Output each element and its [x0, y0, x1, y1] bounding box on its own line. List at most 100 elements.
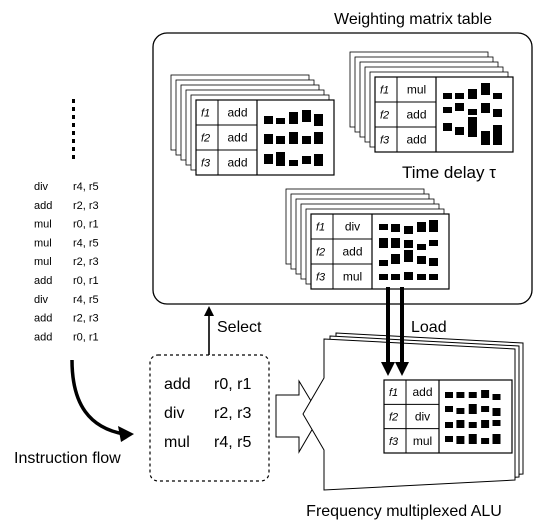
weight-block — [481, 131, 490, 145]
weight-block — [417, 244, 426, 250]
instruction-args: r0, r1 — [73, 275, 99, 287]
ellipsis-dots — [72, 99, 75, 159]
weight-block — [492, 434, 501, 444]
weight-block — [481, 420, 490, 428]
weight-block — [429, 220, 438, 232]
weight-block — [429, 274, 438, 280]
load-label: Load — [411, 319, 447, 336]
function-label: f1 — [201, 108, 210, 120]
weight-block — [492, 394, 501, 400]
instruction-args: r2, r3 — [73, 313, 99, 325]
weight-block — [468, 422, 477, 428]
weight-block — [314, 114, 323, 126]
weight-block — [302, 156, 311, 164]
function-label: f3 — [316, 272, 326, 284]
weight-block — [468, 109, 477, 115]
weight-block — [455, 93, 464, 99]
weight-block — [445, 422, 453, 428]
instruction-op: mul — [34, 256, 52, 268]
weight-block — [276, 136, 285, 144]
weight-block — [443, 107, 452, 113]
instruction-op: mul — [34, 237, 52, 249]
weight-block — [264, 116, 273, 124]
weight-block — [443, 123, 452, 131]
instruction-op: add — [34, 331, 52, 343]
instruction-op: div — [34, 181, 49, 193]
operation-label: add — [342, 245, 362, 259]
weight-block — [455, 103, 464, 111]
weight-block — [455, 127, 464, 135]
weight-block — [492, 420, 501, 426]
weight-block — [302, 110, 311, 122]
weight-block — [289, 160, 298, 166]
instruction-args: r2, r3 — [73, 256, 99, 268]
weight-block — [314, 132, 323, 144]
selected-instruction-args: r0, r1 — [214, 376, 251, 393]
weight-block — [429, 258, 438, 266]
weight-block — [493, 109, 502, 117]
selected-instruction-args: r4, r5 — [214, 434, 251, 451]
weight-block — [404, 250, 413, 262]
weighting-matrix-title: Weighting matrix table — [334, 11, 492, 28]
weight-block — [456, 392, 465, 398]
weight-block — [302, 136, 311, 144]
selected-instruction-op: add — [164, 376, 191, 393]
function-label: f3 — [201, 158, 211, 170]
selected-instructions: add r0, r1 div r2, r3 mul r4, r5 — [164, 376, 251, 451]
weight-block — [445, 406, 453, 412]
instruction-op: add — [34, 200, 52, 212]
instruction-flow-arrow — [70, 359, 125, 436]
weight-block — [429, 240, 438, 246]
operation-label: add — [412, 385, 432, 399]
weight-block — [391, 238, 400, 248]
operation-label: mul — [407, 83, 426, 97]
weight-block — [468, 89, 477, 99]
hollow-arrow — [275, 379, 321, 454]
operation-label: add — [406, 133, 426, 147]
function-label: f1 — [380, 85, 389, 97]
operation-label: add — [227, 156, 247, 170]
weight-block — [468, 117, 477, 137]
selected-instruction-op: mul — [164, 434, 190, 451]
load-arrowhead-1 — [381, 362, 395, 376]
weight-block — [404, 226, 413, 234]
weight-block — [493, 125, 502, 145]
instruction-op: add — [34, 275, 52, 287]
selected-instruction-args: r2, r3 — [214, 405, 251, 422]
instruction-flow-arrowhead — [118, 426, 134, 442]
weight-block — [289, 112, 298, 124]
alu-label: Frequency multiplexed ALU — [306, 503, 502, 520]
function-label: f3 — [389, 436, 399, 448]
weight-block — [492, 408, 501, 416]
operation-label: add — [406, 108, 426, 122]
weight-block — [468, 434, 477, 444]
time-delay-label: Time delay τ — [402, 163, 496, 182]
selected-instruction-op: div — [164, 405, 184, 422]
table-frame — [374, 76, 514, 153]
select-label: Select — [217, 319, 262, 336]
function-label: f2 — [316, 247, 325, 259]
function-label: f1 — [316, 222, 325, 234]
weight-block — [468, 404, 477, 414]
function-label: f2 — [201, 133, 210, 145]
function-label: f1 — [389, 387, 398, 399]
instruction-args: r4, r5 — [73, 237, 99, 249]
weight-block — [456, 420, 465, 428]
instruction-flow-label: Instruction flow — [14, 450, 121, 467]
weight-block — [379, 238, 388, 248]
weight-block — [481, 103, 490, 113]
weight-block — [481, 83, 490, 95]
weight-block — [417, 274, 426, 280]
weight-block — [379, 260, 388, 266]
weight-block — [445, 436, 453, 442]
weight-block — [264, 134, 273, 144]
weight-block — [391, 254, 400, 264]
operation-label: div — [415, 410, 430, 424]
function-label: f2 — [380, 110, 389, 122]
